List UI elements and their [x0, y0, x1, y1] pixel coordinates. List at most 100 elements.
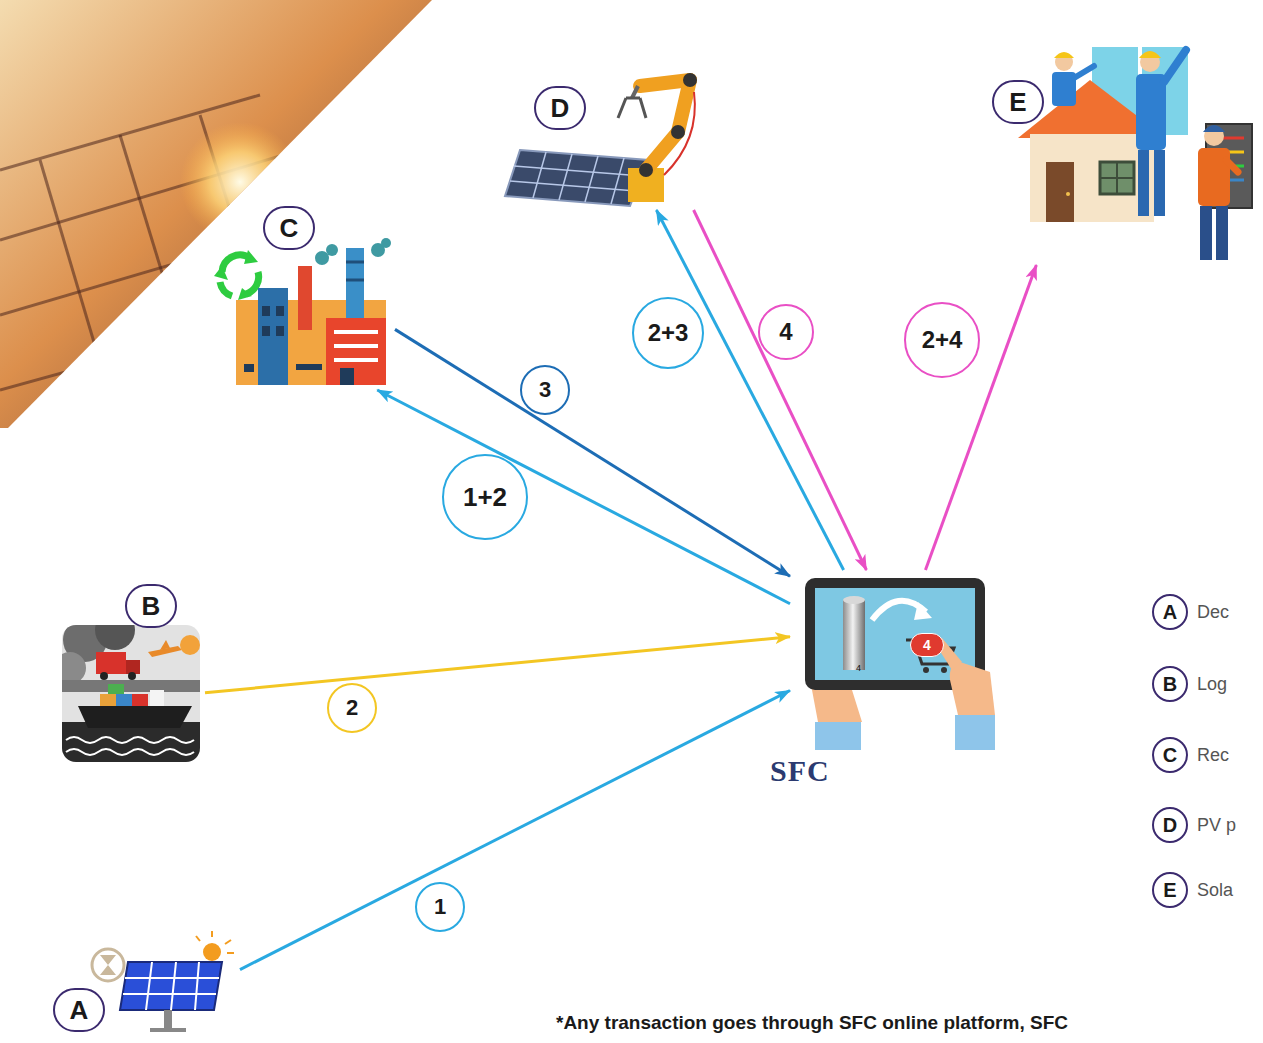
- illustration-part: [955, 715, 995, 750]
- flow-step-number: 2+4: [904, 302, 980, 378]
- illustration-part: [340, 368, 354, 385]
- illustration-part: [220, 282, 232, 296]
- illustration-part: [346, 261, 364, 264]
- flow-arrow: [694, 210, 867, 570]
- flow-arrow: [240, 691, 790, 970]
- illustration-part: [123, 993, 216, 995]
- illustration-part: [146, 962, 152, 1010]
- illustration-part: [843, 596, 865, 604]
- illustration-part: [1200, 206, 1212, 260]
- node-letter: A: [53, 988, 105, 1032]
- illustration-part: [611, 158, 624, 204]
- illustration-part: [1055, 53, 1073, 71]
- illustration-part: [262, 326, 270, 336]
- illustration-part: [132, 694, 148, 706]
- legend-letter: D: [1152, 807, 1188, 843]
- illustration-part: [125, 977, 219, 979]
- illustration-part: [66, 737, 194, 755]
- illustration-part: [66, 737, 194, 743]
- platform-node: B: [60, 580, 205, 765]
- illustration-part: [326, 318, 386, 385]
- legend-letter: B: [1152, 666, 1188, 702]
- legend-text: Sola: [1197, 881, 1233, 899]
- illustration-part: [326, 244, 338, 256]
- illustration-part: [214, 266, 228, 280]
- flow-step-number: 2: [327, 683, 377, 733]
- legend-letter: A: [1152, 594, 1188, 630]
- flow-arrow: [395, 329, 790, 576]
- illustration-part: [1074, 66, 1094, 78]
- illustration-part: [533, 152, 546, 198]
- illustration-part: [227, 952, 234, 954]
- illustration-part: [276, 306, 284, 316]
- platform-node: A: [50, 935, 240, 1035]
- illustration-part: [92, 949, 124, 981]
- legend-letter: C: [1152, 737, 1188, 773]
- illustration-part: [196, 931, 234, 953]
- illustration-part: [1138, 150, 1149, 216]
- illustration-part: [126, 660, 140, 674]
- illustration-part: [66, 749, 194, 755]
- illustration-part: [381, 238, 391, 248]
- illustration-part: [1100, 162, 1134, 194]
- illustration-part: [514, 166, 642, 176]
- illustration-part: [40, 160, 120, 430]
- illustration-part: [246, 272, 259, 294]
- illustration-part: [505, 150, 648, 206]
- illustration-part: [62, 680, 200, 692]
- flow-step-number: 1+2: [442, 454, 528, 540]
- illustration-part: [95, 625, 135, 650]
- illustration-part: [276, 326, 284, 336]
- illustration-part: [116, 694, 132, 706]
- legend-text: Dec: [1197, 603, 1229, 621]
- flow-step-number: 1: [415, 882, 465, 932]
- illustration-part: [203, 943, 221, 961]
- node-letter: B: [125, 584, 177, 628]
- illustration-part: [62, 652, 86, 684]
- recycling-factory-icon: [214, 238, 391, 385]
- node-letter: C: [263, 206, 315, 250]
- legend-text: PV p: [1197, 816, 1236, 834]
- illustration-part: [1054, 52, 1074, 58]
- illustration-part: [346, 248, 364, 330]
- illustration-part: [664, 92, 695, 175]
- flow-step-number: 4: [758, 304, 814, 360]
- illustration-part: [559, 154, 572, 200]
- illustration-part: [211, 931, 213, 937]
- illustration-part: [100, 694, 116, 706]
- illustration-part: [1139, 51, 1161, 58]
- illustration-part: [180, 635, 200, 655]
- illustration-part: [346, 262, 364, 280]
- illustration-part: [1030, 134, 1154, 222]
- legend-letter: E: [1152, 872, 1188, 908]
- product-count: 4: [856, 664, 861, 673]
- flow-arrow: [205, 637, 790, 693]
- illustration-part: [225, 940, 231, 944]
- illustration-part: [244, 306, 322, 372]
- illustration-part: [1226, 160, 1238, 172]
- illustration-part: [1216, 206, 1228, 260]
- platform-node: C: [200, 200, 395, 390]
- illustration-part: [1203, 125, 1225, 132]
- illustration-part: [1066, 192, 1070, 196]
- illustration-part: [334, 332, 378, 360]
- illustration-part: [941, 667, 947, 673]
- illustration-part: [258, 288, 288, 385]
- illustration-part: [196, 936, 200, 941]
- illustration-part: [843, 600, 865, 670]
- illustration-part: [0, 0, 432, 428]
- legend-text: Log: [1197, 675, 1227, 693]
- illustration-part: [1154, 150, 1165, 216]
- flow-arrow: [656, 210, 843, 570]
- node-letter: D: [534, 86, 586, 130]
- illustration-part: [262, 306, 270, 316]
- cart-count-badge: 4: [910, 633, 944, 657]
- illustration-part: [296, 364, 322, 370]
- illustration-part: [120, 962, 222, 1010]
- illustration-part: [585, 156, 598, 202]
- illustration-part: [683, 73, 697, 87]
- illustration-part: [950, 662, 995, 715]
- decommissioned-panel-icon: [92, 931, 234, 1032]
- solar-installer-icon: [1018, 45, 1252, 260]
